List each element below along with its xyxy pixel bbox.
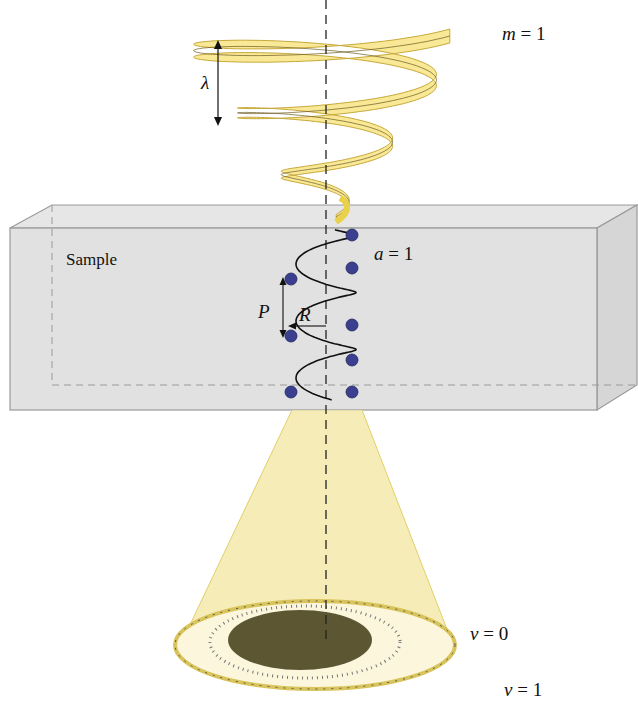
atom-helix (296, 230, 356, 400)
arrowhead (280, 277, 287, 285)
wavelength-label: λ (201, 73, 209, 92)
atom (346, 386, 358, 398)
mode-number: m = 1 (502, 24, 545, 43)
central-spot (228, 610, 372, 670)
beam-ribbon (194, 29, 450, 219)
beam-tail (336, 198, 347, 222)
outer-order-label: v = 1 (504, 680, 542, 699)
pitch-label: P (258, 302, 270, 321)
spot-halo (210, 606, 400, 678)
ring-speckle (175, 601, 455, 689)
outer-ring (175, 601, 455, 689)
arrowhead (280, 330, 287, 338)
arrowhead (288, 323, 296, 330)
atom (285, 386, 297, 398)
beam-wavefront (194, 36, 450, 217)
sample-front-face (10, 228, 597, 410)
helix-index: a = 1 (374, 244, 413, 263)
atoms (285, 229, 358, 398)
sample-side-face (597, 205, 637, 410)
atom (346, 354, 358, 366)
pitch-arrow (282, 283, 283, 332)
hidden-edge (52, 385, 637, 386)
hidden-edge (52, 205, 53, 385)
arrowhead (214, 40, 222, 49)
atom (346, 319, 358, 331)
wavelength-arrow (217, 46, 218, 120)
inner-order-label: v = 0 (470, 624, 508, 643)
sample-top-face (10, 205, 637, 228)
optical-axis (325, 0, 326, 640)
arrowhead (214, 117, 222, 126)
atom (346, 229, 358, 241)
atom (285, 273, 297, 285)
atom (285, 330, 297, 342)
radius-label: R (299, 305, 311, 324)
atom (346, 262, 358, 274)
node-label: Sample (66, 250, 117, 269)
vortex-beam (194, 29, 450, 222)
radius-arrow (294, 325, 326, 326)
